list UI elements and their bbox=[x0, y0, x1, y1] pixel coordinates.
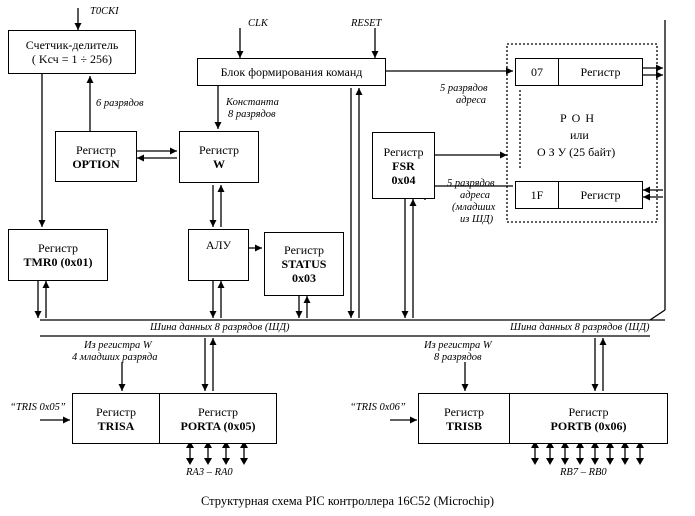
from-w-b-label-1: Из регистра W bbox=[424, 340, 492, 351]
data-bus-label-left: Шина данных 8 разрядов (ШД) bbox=[150, 322, 290, 333]
fsr-addr: 0x04 bbox=[391, 172, 416, 187]
ram-label-1: Р О Н bbox=[560, 111, 596, 125]
from-w-a-label-2: 4 младших разряда bbox=[72, 352, 158, 363]
tris6-label: “TRIS 0x06” bbox=[350, 402, 406, 413]
ram-label-3: О З У (25 байт) bbox=[537, 145, 616, 159]
status-title: Регистр bbox=[284, 243, 324, 257]
fsr-address-label-1: 5 разрядов bbox=[447, 178, 495, 189]
trisa-register-block: Регистр TRISA bbox=[72, 393, 160, 444]
counter-title: Счетчик-делитель bbox=[25, 38, 119, 52]
data-bus-label-right: Шина данных 8 разрядов (ШД) bbox=[510, 322, 650, 333]
register-07-title: Регистр bbox=[580, 65, 621, 79]
w-register-block: Регистр W bbox=[179, 131, 259, 183]
ram-label-2: или bbox=[570, 128, 589, 142]
trisa-title: Регистр bbox=[96, 404, 136, 419]
reset-label: RESET bbox=[351, 18, 382, 29]
command-block: Блок формирования команд bbox=[197, 58, 386, 86]
clk-label: CLK bbox=[248, 18, 268, 29]
fsr-name: FSR bbox=[392, 158, 415, 173]
diagram-caption: Структурная схема PIC контроллера 16С52 … bbox=[200, 494, 495, 508]
fsr-address-label-3: (младших bbox=[452, 202, 496, 213]
porta-register-block: Регистр PORTA (0x05) bbox=[159, 393, 277, 444]
register-1f-block: 1F Регистр bbox=[515, 181, 643, 209]
register-1f-title: Регистр bbox=[580, 188, 621, 202]
trisb-register-block: Регистр TRISB bbox=[418, 393, 510, 444]
w-title: Регистр bbox=[199, 143, 239, 157]
fsr-title: Регистр bbox=[383, 144, 424, 159]
from-w-b-label-2: 8 разрядов bbox=[434, 352, 482, 363]
counter-divider-block: Счетчик-делитель ( Kсч = 1 ÷ 256) bbox=[8, 30, 136, 74]
tmr0-name: TMR0 (0x01) bbox=[23, 255, 93, 269]
alu-block: АЛУ bbox=[188, 229, 249, 281]
portb-register-block: Регистр PORTB (0x06) bbox=[509, 393, 668, 444]
pin-arrowheads bbox=[186, 441, 644, 465]
counter-ratio: ( Kсч = 1 ÷ 256) bbox=[31, 52, 113, 66]
trisb-name: TRISB bbox=[445, 418, 483, 433]
porta-title: Регистр bbox=[198, 404, 238, 419]
register-07-addr: 07 bbox=[516, 59, 559, 85]
address-label-1: 5 разрядов bbox=[440, 83, 488, 94]
porta-pins-label: RA3 – RA0 bbox=[186, 467, 233, 478]
tris5-label: “TRIS 0x05” bbox=[10, 402, 66, 413]
porta-pins bbox=[189, 444, 245, 462]
trisb-title: Регистр bbox=[444, 404, 484, 419]
portb-title: Регистр bbox=[568, 404, 609, 419]
portb-name: PORTB (0x06) bbox=[550, 418, 627, 433]
six-bits-label: 6 разрядов bbox=[96, 98, 144, 109]
fsr-address-label-4: из ШД) bbox=[460, 214, 494, 225]
address-label-2: адреса bbox=[456, 95, 486, 106]
tmr0-title: Регистр bbox=[38, 241, 78, 255]
trisa-name: TRISA bbox=[97, 418, 135, 433]
tmr0-register-block: Регистр TMR0 (0x01) bbox=[8, 229, 108, 281]
porta-name: PORTA (0x05) bbox=[180, 418, 256, 433]
fsr-register-block: Регистр FSR 0x04 bbox=[372, 132, 435, 199]
status-register-block: Регистр STATUS 0x03 bbox=[264, 232, 344, 296]
from-w-a-label-1: Из регистра W bbox=[84, 340, 152, 351]
alu-title: АЛУ bbox=[205, 238, 232, 252]
command-block-title: Блок формирования команд bbox=[220, 65, 363, 79]
fsr-address-label-2: адреса bbox=[460, 190, 490, 201]
w-name: W bbox=[213, 157, 225, 171]
portb-pins-label: RB7 – RB0 bbox=[560, 467, 607, 478]
constant-label-1: Константа bbox=[226, 97, 279, 108]
option-title: Регистр bbox=[76, 142, 116, 157]
constant-label-2: 8 разрядов bbox=[228, 109, 276, 120]
option-name: OPTION bbox=[72, 156, 120, 171]
status-name: STATUS bbox=[281, 257, 327, 271]
status-addr: 0x03 bbox=[292, 271, 316, 285]
option-register-block: Регистр OPTION bbox=[55, 131, 137, 182]
register-07-block: 07 Регистр bbox=[515, 58, 643, 86]
t0cki-label: T0CKI bbox=[90, 6, 119, 17]
register-1f-addr: 1F bbox=[516, 182, 559, 208]
